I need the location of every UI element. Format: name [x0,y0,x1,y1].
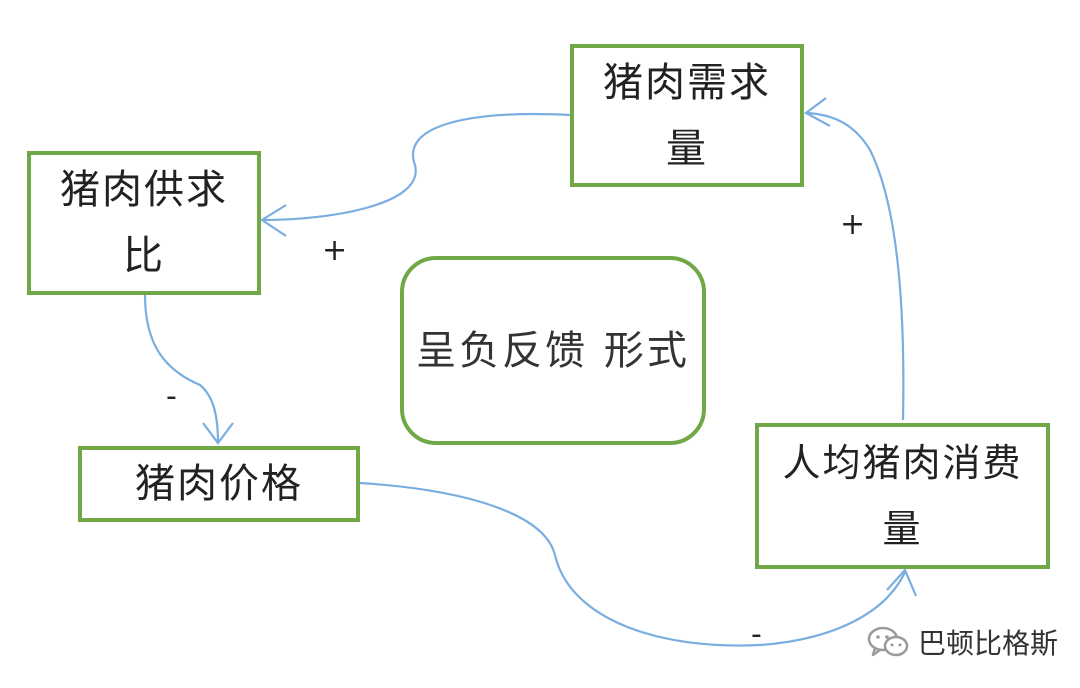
node-pork-demand: 猪肉需求 量 [570,44,804,187]
arrow-price-to-consumption [359,481,906,647]
watermark: 巴顿比格斯 [866,620,1058,664]
node-per-capita-consumption-line2: 量 [882,507,923,551]
watermark-text: 巴顿比格斯 [918,627,1059,660]
node-per-capita-consumption: 人均猪肉消费 量 [755,423,1050,569]
arrowhead-consumption-to-demand [803,97,831,127]
node-center-note-line2: 形式 [603,327,690,374]
edge-sign-consumption-to-demand: + [840,207,866,242]
arrow-ratio-to-price [143,294,220,444]
arrowhead-demand-to-ratio [259,204,287,237]
node-center-note-line1: 呈负反馈 [416,327,589,374]
arrowhead-ratio-to-price [202,422,234,445]
edge-sign-demand-to-ratio: + [322,233,348,268]
node-pork-price: 猪肉价格 [78,446,360,522]
arrowhead-price-to-consumption [886,567,918,597]
node-pork-price-label: 猪肉价格 [135,461,303,507]
arrow-demand-to-ratio [261,112,571,222]
node-supply-demand-ratio-line1: 猪肉供求 [60,167,228,213]
node-per-capita-consumption-line1: 人均猪肉消费 [782,441,1023,485]
edge-sign-price-to-consumption: - [751,617,762,652]
node-supply-demand-ratio: 猪肉供求 比 [27,151,261,295]
edge-sign-ratio-to-price: - [166,379,177,414]
node-supply-demand-ratio-line2: 比 [123,233,165,279]
node-center-note: 呈负反馈 形式 [400,256,706,445]
node-pork-demand-line2: 量 [666,125,708,172]
node-pork-demand-line1: 猪肉需求 [603,59,771,106]
wechat-icon [867,626,909,657]
arrow-consumption-to-demand [807,111,905,421]
